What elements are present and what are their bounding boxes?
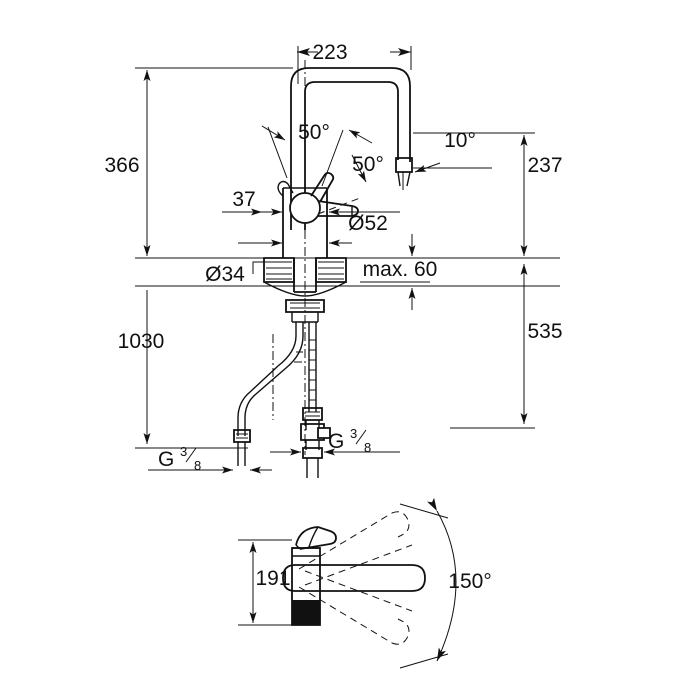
lever-handle-raised (310, 171, 335, 203)
svg-text:8: 8 (364, 440, 371, 455)
angle-50-right-arrow (348, 129, 373, 144)
svg-text:G: G (328, 430, 344, 453)
plan-lever-handle (295, 526, 337, 550)
swivel-arc-ray-bot (399, 653, 449, 669)
plan-spout-ghost-upper (298, 511, 413, 586)
svg-text:8: 8 (194, 458, 201, 473)
svg-text:3: 3 (350, 426, 357, 441)
plan-spout-center (295, 564, 426, 592)
plan-body-base-fill (292, 600, 320, 625)
dim-label-50-right: 50° (352, 153, 384, 176)
angle-10-arrow (414, 162, 441, 173)
faucet-side-elevation (135, 60, 560, 478)
lever-handle-dashed (317, 197, 361, 215)
dim-label-50-left: 50° (298, 121, 330, 144)
aerator-housing (395, 157, 413, 190)
angle-50-left-ray (267, 126, 288, 179)
dim-label-150: 150° (448, 570, 491, 593)
swivel-arc (427, 497, 457, 662)
plan-spout-pivot-ring (282, 564, 296, 592)
lever-pivot-ball (289, 192, 321, 224)
dim-label-223: 223 (312, 41, 347, 64)
swivel-arc-ray-top (399, 503, 449, 519)
supply-hoses (233, 322, 331, 478)
svg-text:G: G (158, 448, 174, 471)
dimension-lines-main: 223 366 1030 237 535 37 Ø52 (104, 41, 563, 474)
svg-text:3: 3 (180, 444, 187, 459)
body-column (282, 188, 328, 258)
dim-label-10: 10° (444, 129, 476, 152)
lever-handle-left-ghost (277, 180, 294, 197)
dim-label-g38-right: G 3 8 (328, 426, 371, 455)
dim-label-d52: Ø52 (348, 212, 388, 235)
angle-50-left-arrow (261, 125, 286, 141)
plan-spout-ghost-lower (298, 570, 413, 645)
dim-label-max60: max. 60 (363, 258, 438, 281)
lever-handle (317, 200, 359, 217)
dim-label-g38-left: G 3 8 (158, 444, 201, 473)
angle-50-right-ray (321, 129, 344, 187)
dim-label-191: 191 (255, 567, 290, 590)
spout-outer-profile (290, 67, 411, 230)
dim-label-535: 535 (527, 320, 562, 343)
dim-label-37: 37 (232, 188, 255, 211)
spout-inner-profile (304, 81, 399, 230)
dim-label-d34: Ø34 (205, 263, 245, 286)
dim-label-1030: 1030 (118, 330, 165, 353)
mounting-hardware (263, 257, 347, 323)
dim-label-366: 366 (104, 154, 139, 177)
angle-50-right-arrow2 (351, 154, 367, 183)
dim-d34-leader (252, 261, 275, 274)
faucet-plan-view: 191 150° (238, 497, 492, 669)
dim-label-237: 237 (527, 154, 562, 177)
